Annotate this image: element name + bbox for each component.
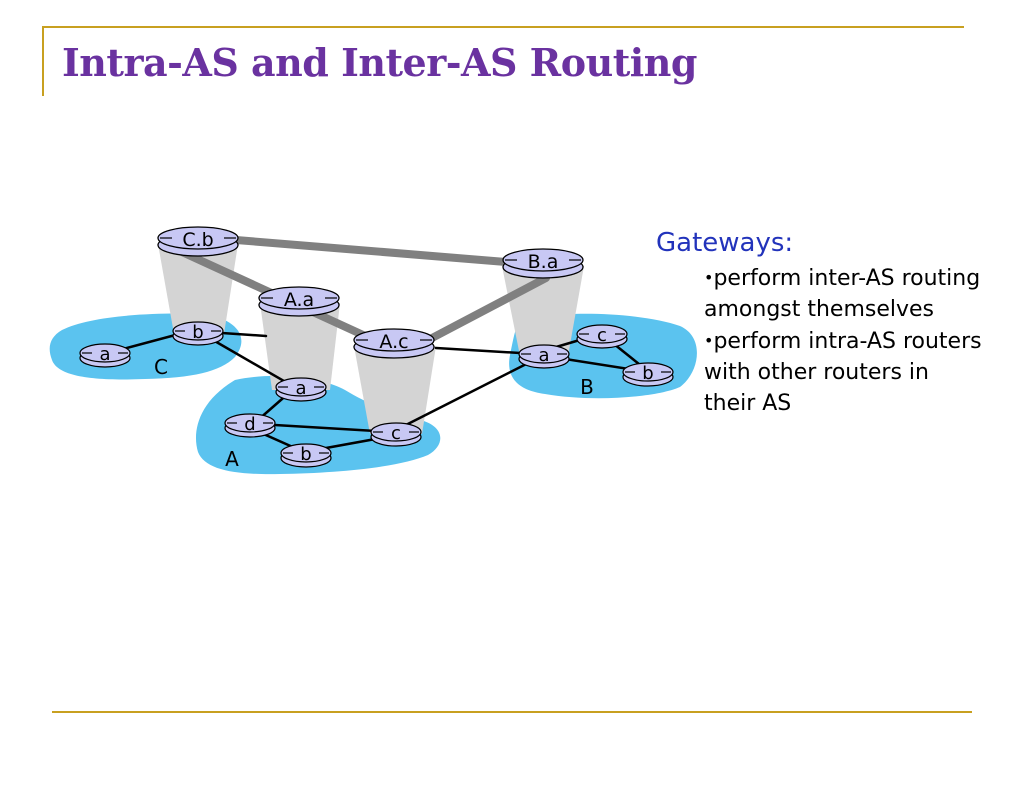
inter-as-links bbox=[178, 236, 550, 344]
gateway-router-ac: A.c bbox=[353, 328, 435, 359]
router-a-b: b bbox=[280, 443, 332, 468]
gateway-router-aa: A.a bbox=[258, 286, 340, 317]
router-a-c-label: c bbox=[391, 423, 401, 444]
bottom-rule bbox=[52, 711, 972, 713]
router-b-a-label: a bbox=[538, 345, 549, 366]
router-c-b: b bbox=[172, 321, 224, 346]
cylinder-ac bbox=[354, 346, 436, 434]
bullet-marker: • bbox=[704, 268, 714, 287]
router-a-c: c bbox=[370, 422, 422, 447]
bullet-marker: • bbox=[704, 331, 714, 350]
slide-title: Intra-AS and Inter-AS Routing bbox=[62, 40, 697, 85]
as-a-cloud bbox=[195, 375, 441, 475]
gateways-bullet-text: perform inter-AS routing amongst themsel… bbox=[704, 266, 981, 322]
link-ac-ba bbox=[428, 274, 550, 342]
router-a-b-label: b bbox=[300, 444, 311, 465]
gateway-router-ba-label: B.a bbox=[528, 251, 559, 273]
router-a-a: a bbox=[275, 377, 327, 402]
cylinder-aa bbox=[260, 303, 340, 390]
link-cb-ba bbox=[232, 236, 510, 266]
as-label-b: B bbox=[580, 375, 594, 399]
as-label-a: A bbox=[225, 447, 239, 471]
router-c-b-label: b bbox=[192, 322, 203, 343]
router-a-d: d bbox=[224, 413, 276, 438]
gateways-bullet-text: perform intra-AS routers with other rout… bbox=[704, 329, 982, 416]
gateway-router-cb-label: C.b bbox=[182, 229, 213, 251]
as-label-c: C bbox=[154, 355, 168, 379]
top-rule bbox=[44, 26, 964, 28]
router-c-a-label: a bbox=[99, 344, 110, 365]
gateway-router-cb: C.b bbox=[157, 226, 239, 257]
router-b-b: b bbox=[622, 362, 674, 387]
router-c-a: a bbox=[79, 343, 131, 368]
router-b-c-label: c bbox=[597, 325, 607, 346]
gateways-text-block: Gateways: •perform inter-AS routing amon… bbox=[656, 228, 986, 419]
router-a-d-label: d bbox=[244, 414, 255, 435]
gateway-router-ba: B.a bbox=[502, 248, 584, 279]
gateway-router-aa-label: A.a bbox=[284, 289, 314, 311]
gateway-router-ac-label: A.c bbox=[379, 331, 408, 353]
router-b-b-label: b bbox=[642, 363, 653, 384]
gateways-bullet-list: •perform inter-AS routing amongst themse… bbox=[656, 262, 986, 419]
router-a-a-label: a bbox=[295, 378, 306, 399]
router-b-c: c bbox=[576, 324, 628, 349]
gateways-bullet: •perform intra-AS routers with other rou… bbox=[704, 325, 986, 419]
gateways-bullet: •perform inter-AS routing amongst themse… bbox=[704, 262, 986, 325]
router-b-a: a bbox=[518, 344, 570, 369]
left-accent-rule bbox=[42, 26, 44, 96]
gateways-heading: Gateways: bbox=[656, 228, 794, 258]
